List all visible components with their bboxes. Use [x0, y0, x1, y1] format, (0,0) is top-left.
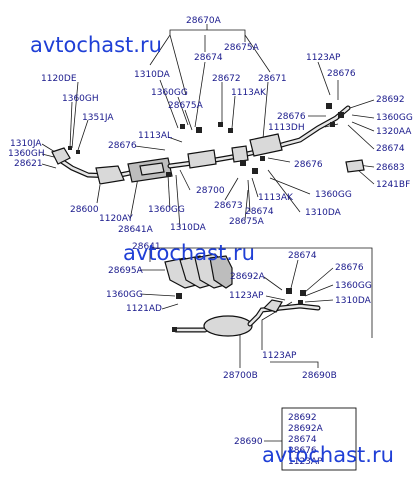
label-28700B: 28700B [223, 371, 258, 381]
kit-item-28676: 28676 [288, 446, 317, 456]
label-28700: 28700 [196, 186, 225, 196]
label-1360GG: 1360GG [335, 281, 372, 291]
rear-muffler-28700B [172, 288, 321, 337]
label-28675A: 28675A [224, 43, 260, 53]
kit-box-28690 [281, 407, 357, 471]
label-28600: 28600 [70, 205, 99, 215]
label-28674: 28674 [245, 207, 274, 217]
hangers-mid [68, 146, 265, 177]
heat-shield-28695A [164, 253, 233, 289]
label-28690: 28690 [234, 437, 263, 447]
kit-item-28692A: 28692A [288, 424, 324, 434]
label-28676: 28676 [335, 263, 364, 273]
kit-item-28692: 28692 [288, 413, 317, 423]
label-28672: 28672 [212, 74, 241, 84]
label-1113AK: 1113AK [258, 193, 294, 203]
label-1310DA: 1310DA [134, 70, 171, 80]
label-1120DE: 1120DE [41, 74, 77, 84]
bolt-1360GG-lower [176, 293, 182, 299]
label-28676: 28676 [327, 69, 356, 79]
label-1360GG: 1360GG [106, 290, 143, 300]
label-1310JA: 1310JA [10, 139, 42, 149]
label-28683: 28683 [376, 163, 405, 173]
watermarks: avtochast.ru avtochast.ru avtochast.ru [30, 33, 394, 467]
label-1113AL: 1113AL [138, 131, 172, 141]
label-28676: 28676 [108, 141, 137, 151]
kit-item-1123AP: 1123AP [288, 457, 323, 467]
label-1123AP: 1123AP [262, 351, 297, 361]
label-1360GH: 1360GH [8, 149, 45, 159]
label-28692A: 28692A [230, 272, 266, 282]
label-28621: 28621 [14, 159, 43, 169]
label-28671: 28671 [258, 74, 287, 84]
tail-pipe-upper [249, 103, 365, 173]
label-28674: 28674 [376, 144, 405, 154]
label-28674: 28674 [194, 53, 223, 63]
watermark-middle: avtochast.ru [123, 241, 255, 265]
watermark-top: avtochast.ru [30, 33, 162, 57]
label-28676: 28676 [277, 112, 306, 122]
label-28641: 28641 [132, 242, 161, 252]
label-1123AP: 1123AP [306, 53, 341, 63]
label-28670A: 28670A [186, 16, 222, 26]
label-1120AY: 1120AY [99, 214, 133, 224]
watermark-bottom: avtochast.ru [262, 443, 394, 467]
label-1360GG: 1360GG [315, 190, 352, 200]
label-1310DA: 1310DA [170, 223, 207, 233]
hanger-28683 [345, 159, 365, 173]
label-1113AK: 1113AK [231, 88, 267, 98]
label-28675A: 28675A [229, 217, 265, 227]
label-28690B: 28690B [302, 371, 337, 381]
label-1241BF: 1241BF [376, 180, 410, 190]
front-exhaust-pipe-28600 [51, 147, 173, 185]
label-1123AP: 1123AP [229, 291, 264, 301]
label-1310DA: 1310DA [335, 296, 372, 306]
label-28676: 28676 [294, 160, 323, 170]
label-1360GG: 1360GG [148, 205, 185, 215]
label-28674: 28674 [288, 251, 317, 261]
label-28641A: 28641A [118, 225, 154, 235]
center-pipe-28700 [167, 122, 268, 169]
label-1351JA: 1351JA [82, 113, 114, 123]
label-28695A: 28695A [108, 266, 144, 276]
label-1360GH: 1360GH [62, 94, 99, 104]
part-labels: 28670A 28674 28675A 1310DA 28672 28671 1… [8, 16, 413, 467]
label-1113DH: 1113DH [268, 123, 305, 133]
label-1360GG: 1360GG [376, 113, 413, 123]
label-1121AD: 1121AD [126, 304, 162, 314]
label-1360GG: 1360GG [151, 88, 188, 98]
label-28675A: 28675A [168, 101, 204, 111]
kit-item-28674: 28674 [288, 435, 317, 445]
label-1320AA: 1320AA [376, 127, 412, 137]
bracket-28670A [169, 29, 246, 35]
label-28673: 28673 [214, 201, 243, 211]
label-1310DA: 1310DA [305, 208, 342, 218]
label-28692: 28692 [376, 95, 405, 105]
